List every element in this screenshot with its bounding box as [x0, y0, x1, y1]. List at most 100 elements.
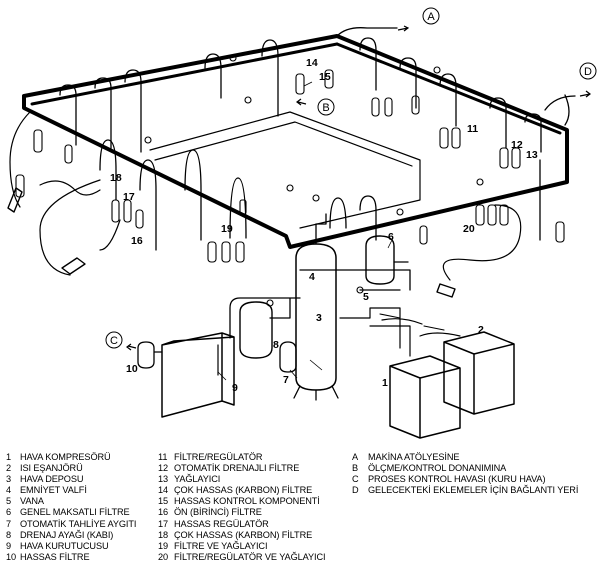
- drop-leg: [359, 195, 377, 241]
- air-hose: [39, 179, 101, 276]
- outlet-d-letter: D: [584, 66, 592, 78]
- air-hose: [442, 204, 522, 281]
- legend-item-text: HASSAS REGÜLATÖR: [174, 518, 269, 529]
- callout-18: 18: [110, 172, 122, 184]
- legend-item-number: 9: [6, 540, 12, 551]
- cooling-lines: [379, 313, 445, 331]
- drop-leg: [524, 113, 542, 153]
- drop-leg: [124, 69, 142, 153]
- legend-item: 16 ÖN (BİRİNCİ) FİLTRE: [158, 507, 346, 518]
- callout-2: 2: [478, 324, 484, 336]
- callout-5: 5: [363, 291, 369, 303]
- legend-item: 20 FİLTRE/REGÜLATÖR VE YAĞLAYICI: [158, 552, 346, 563]
- legend-item-text: ISI EŞANJÖRÜ: [20, 463, 83, 474]
- callout-7: 7: [283, 374, 289, 386]
- callout-13: 13: [526, 149, 538, 161]
- legend-item: 7 OTOMATİK TAHLİYE AYGITI: [6, 519, 154, 530]
- legend-item-text: OTOMATİK TAHLİYE AYGITI: [20, 518, 137, 529]
- legend-item-number: 15: [158, 496, 169, 507]
- legend-item-text: EMNİYET VALFİ: [20, 485, 87, 496]
- outlet-d-pipe: [544, 95, 576, 111]
- arrow-icon: [579, 90, 591, 98]
- auto-drain-valve: [279, 341, 297, 373]
- callout-9: 9: [232, 382, 238, 394]
- legend-item-number: C: [352, 474, 359, 485]
- drop-leg: [94, 77, 112, 149]
- legend-item-number: 16: [158, 507, 169, 518]
- drop-leg: [359, 37, 377, 91]
- callout-10: 10: [126, 363, 138, 375]
- callout-8: 8: [273, 339, 279, 351]
- legend-item-number: 6: [6, 507, 12, 518]
- legend-item-number: A: [352, 452, 359, 462]
- air-hose: [9, 111, 31, 208]
- precision-filter: [137, 341, 163, 369]
- legend-item: A MAKİNA ATÖLYESİNE: [352, 452, 598, 463]
- tank-inlet-pipe: [299, 261, 411, 291]
- legend-item: C PROSES KONTROL HAVASI (KURU HAVA): [352, 474, 598, 485]
- legend-item-text: VANA: [20, 496, 44, 507]
- air-hose: [99, 219, 121, 251]
- legend-item-text: FİLTRE/REGÜLATÖR: [174, 452, 263, 462]
- outlet-a-marker: A: [397, 7, 440, 32]
- legend-item: 6 GENEL MAKSATLI FİLTRE: [6, 507, 154, 518]
- legend-item-text: PROSES KONTROL HAVASI (KURU HAVA): [368, 474, 546, 485]
- legend-item-number: 20: [158, 551, 169, 562]
- legend-item: 15 HASSAS KONTROL KOMPONENTİ: [158, 496, 346, 507]
- callout-16: 16: [131, 235, 143, 247]
- legend-item-text: GENEL MAKSATLI FİLTRE: [20, 507, 130, 518]
- legend-item-text: ÖLÇME/KONTROL DONANIMINA: [368, 463, 507, 474]
- secondary-pipe-1: [149, 111, 421, 229]
- legend-item-text: HASSAS KONTROL KOMPONENTİ: [174, 496, 320, 507]
- legend-item-number: 2: [6, 463, 12, 474]
- legend-item-number: 17: [158, 518, 169, 529]
- air-receiver-tank: [295, 243, 337, 391]
- legend-item-number: 10: [6, 551, 17, 562]
- drop-leg: [139, 159, 157, 251]
- callout-14: 14: [306, 57, 318, 69]
- drop-leg: [99, 139, 117, 201]
- main-ring-inner-pipe: [30, 42, 339, 106]
- drop-leg: [59, 84, 77, 146]
- drop-leg: [229, 177, 247, 239]
- legend-item-text: ÖN (BİRİNCİ) FİLTRE: [174, 507, 262, 518]
- outlet-b-marker: B: [296, 98, 335, 116]
- legend-item: 17 HASSAS REGÜLATÖR: [158, 519, 346, 530]
- air-tool: [7, 187, 23, 213]
- arrow-icon: [296, 98, 307, 106]
- drop-leg: [329, 197, 347, 229]
- legend-item-text: DRENAJ AYAĞI (KABI): [20, 529, 114, 540]
- legend-item-number: 12: [158, 463, 169, 474]
- legend-item-text: HAVA KOMPRESÖRÜ: [20, 452, 111, 462]
- legend-item-text: HAVA KURUTUCUSU: [20, 540, 109, 551]
- air-tool: [61, 257, 86, 275]
- legend-item-number: D: [352, 485, 359, 496]
- air-hose: [39, 180, 101, 196]
- drop-leg: [439, 73, 457, 127]
- main-cross-pipe: [335, 42, 562, 135]
- outlet-a-letter: A: [427, 11, 435, 23]
- callout-19: 19: [221, 223, 233, 235]
- main-ring-pipe: [22, 34, 569, 249]
- legend-item-text: FİLTRE/REGÜLATÖR VE YAĞLAYICI: [174, 551, 326, 562]
- air-compressor: [389, 355, 461, 439]
- legend-item-text: MAKİNA ATÖLYESİNE: [368, 452, 460, 462]
- air-dryer: [161, 332, 235, 418]
- outlet-c-letter: C: [110, 335, 118, 347]
- dryer-pipe: [229, 297, 301, 339]
- legend-item-number: 18: [158, 529, 169, 540]
- legend-item-number: 11: [158, 452, 168, 462]
- callout-20: 20: [463, 223, 475, 235]
- legend-item-number: 7: [6, 518, 12, 529]
